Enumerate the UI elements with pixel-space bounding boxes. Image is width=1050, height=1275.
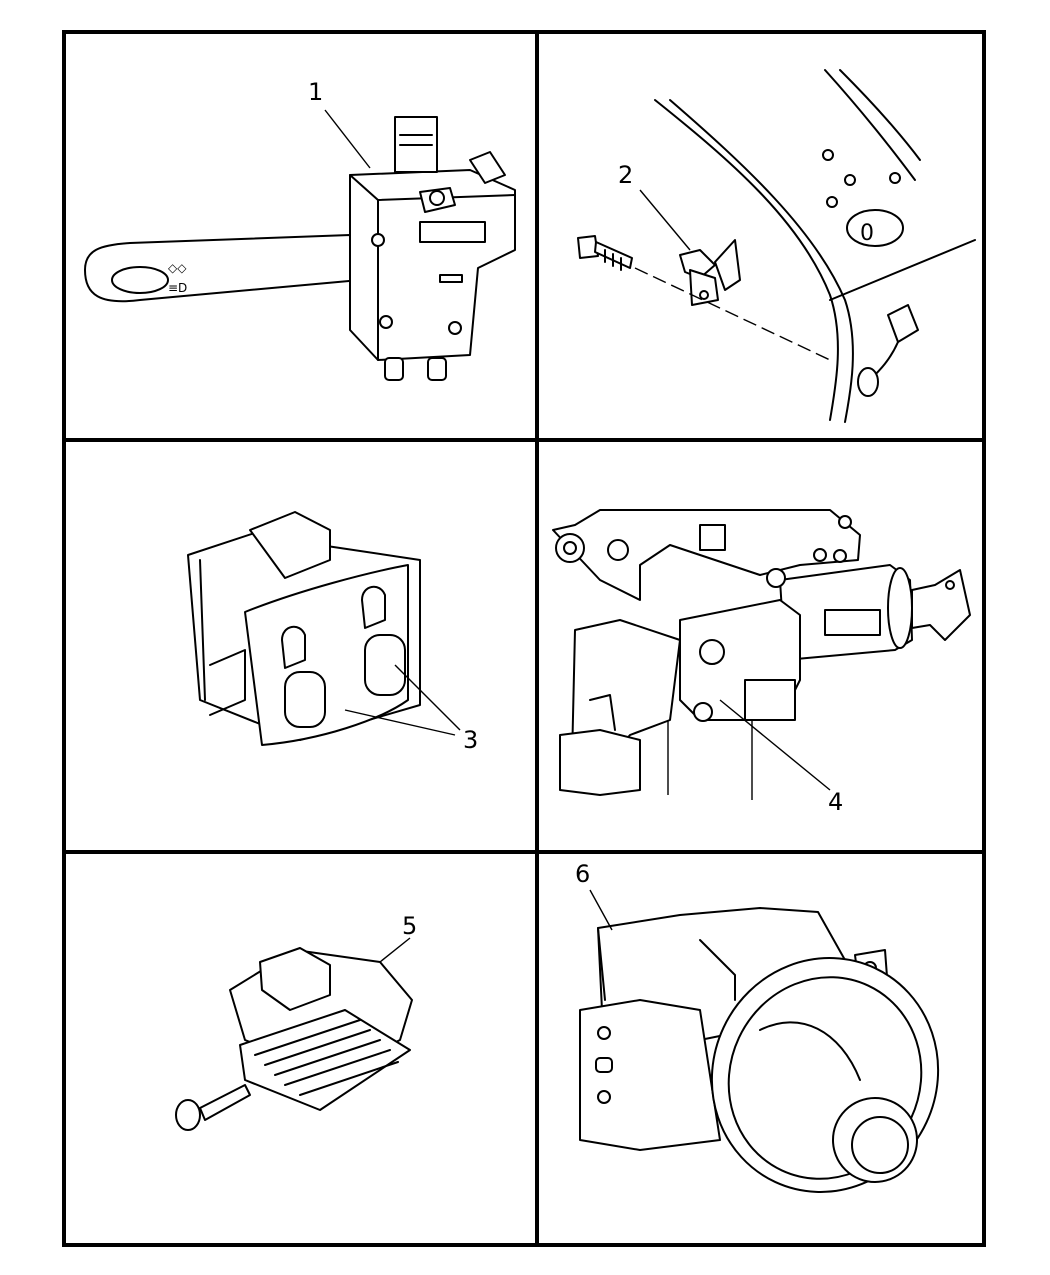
- callout-2: 2: [618, 161, 633, 189]
- panel-1-multifunction-switch: ◇◇ ≡D 1: [84, 78, 516, 381]
- panel-2-pillar-switch: 0 2: [577, 69, 976, 423]
- callout-4: 4: [828, 788, 843, 816]
- callout-1: 1: [308, 78, 323, 106]
- callout-6: 6: [575, 860, 590, 888]
- panel-3-dual-switch: 3: [187, 511, 478, 754]
- callout-5: 5: [402, 912, 417, 940]
- callout-3: 3: [463, 726, 478, 754]
- svg-text:≡D: ≡D: [168, 281, 187, 295]
- svg-text:0: 0: [860, 221, 874, 246]
- panel-4-ignition-switch: 4: [552, 509, 971, 816]
- svg-text:◇◇: ◇◇: [168, 261, 187, 275]
- panel-6-lock-housing: 6: [575, 860, 940, 1193]
- panel-grid: [62, 30, 986, 1247]
- panel-5-plunger-switch: 5: [175, 912, 417, 1131]
